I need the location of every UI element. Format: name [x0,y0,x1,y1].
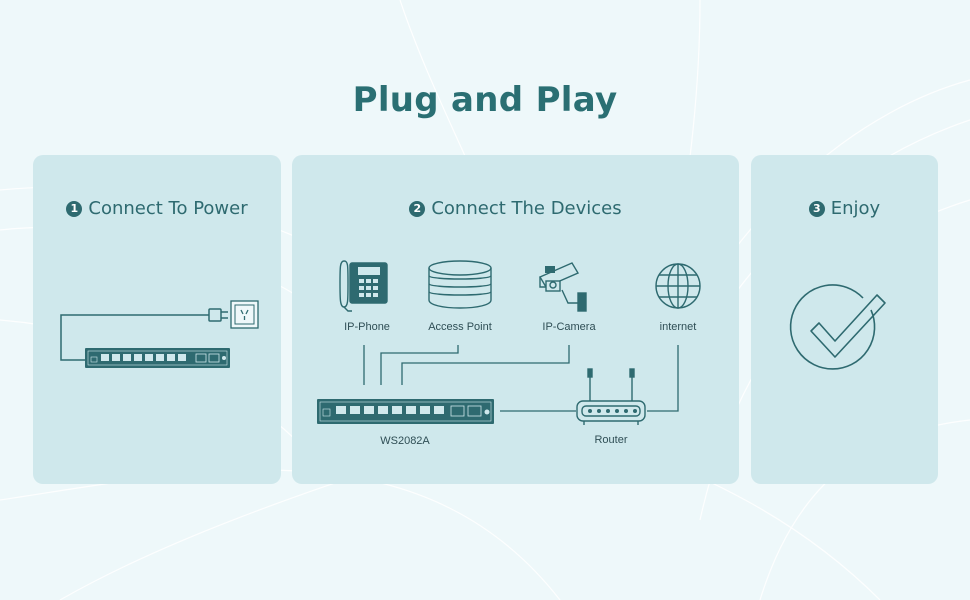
step-3-header: 3 Enjoy [751,198,938,219]
step-1-header: 1 Connect To Power [33,198,281,219]
internet-label: internet [660,321,697,333]
page-title: Plug and Play [352,80,618,120]
ip-phone-label: IP-Phone [344,321,390,333]
step-1-number: 1 [66,200,83,217]
access-point-icon [428,260,492,309]
power-plug-icon [208,308,228,322]
network-switch-icon [85,348,230,368]
enjoy-diagram [789,284,886,370]
router-label: Router [594,434,627,446]
power-diagram [60,300,259,368]
network-switch-icon [317,399,494,424]
router-icon [576,368,646,425]
step-3-label: Enjoy [830,198,881,219]
wall-socket-icon [230,300,259,329]
step-3-panel: 3 Enjoy [751,155,938,484]
checkmark-circle-icon [789,284,886,370]
access-point-label: Access Point [428,321,492,333]
step-2-label: Connect The Devices [431,198,622,219]
globe-icon [655,263,701,309]
ip-camera-label: IP-Camera [542,321,596,333]
step-3-number: 3 [808,200,825,217]
connection-lines [363,345,679,412]
step-1-panel: 1 Connect To Power [33,155,281,484]
ip-camera-icon [538,262,587,312]
devices-diagram: IP-Phone Access Point IP-Camera int [317,260,701,447]
step-1-label: Connect To Power [88,198,248,219]
step-2-number: 2 [409,200,426,217]
step-2-header: 2 Connect The Devices [292,198,739,219]
step-2-panel: 2 Connect The Devices IP-Phone [292,155,739,484]
ip-phone-icon [339,260,388,312]
switch-label: WS2082A [380,435,430,447]
